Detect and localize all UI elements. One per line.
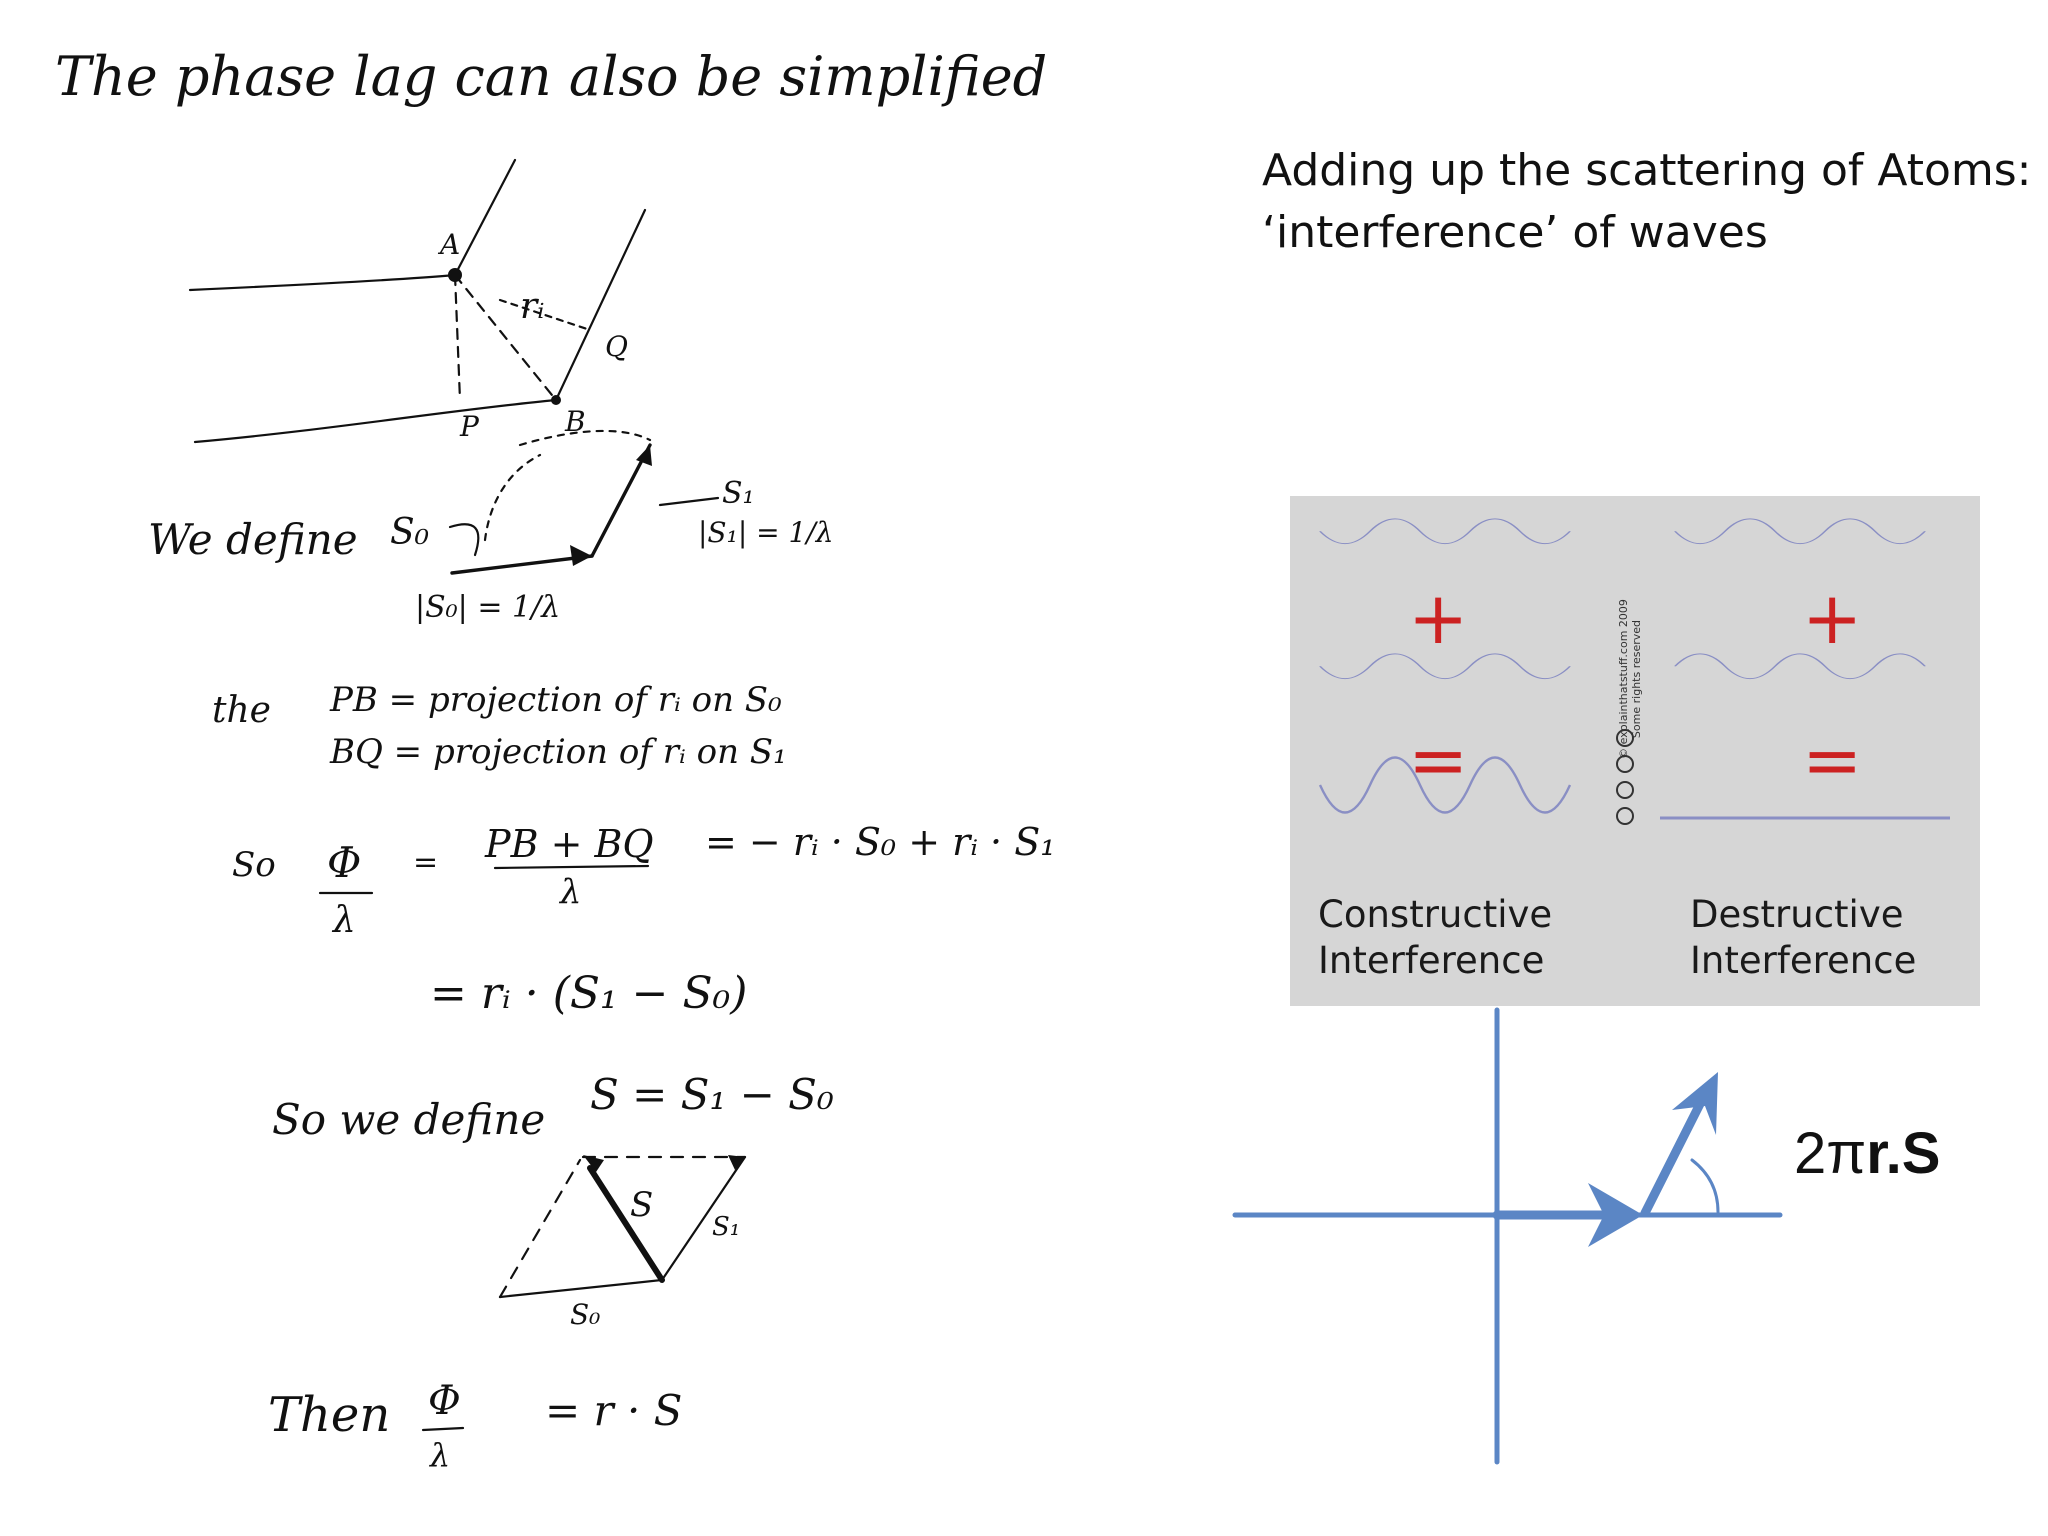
- phasor-label-bold: r.S: [1866, 1121, 1941, 1186]
- so-text: So: [232, 845, 276, 885]
- point-p-label: P: [460, 410, 479, 443]
- destructive-label: Destructive Interference: [1690, 892, 1916, 984]
- s0-vector-label: S₀: [390, 512, 430, 553]
- slide-heading: Adding up the scattering of Atoms: ‘inte…: [1262, 140, 2031, 264]
- second-phasor-arrow: [1640, 1093, 1708, 1218]
- bq-definition: BQ = projection of rᵢ on S₁: [330, 732, 787, 772]
- so-we-define-text: So we define: [272, 1095, 546, 1144]
- interference-waves: [1318, 518, 1950, 820]
- s1-side-label: S₁: [712, 1212, 741, 1242]
- then-text: Then: [268, 1387, 391, 1443]
- plus-sign-constructive: +: [1408, 576, 1469, 660]
- destructive-line-1: Destructive: [1690, 893, 1904, 936]
- point-a-label: A: [440, 228, 461, 261]
- equals-1: =: [413, 845, 439, 880]
- heading-line-2: ‘interference’ of waves: [1262, 207, 1768, 258]
- constructive-line-2: Interference: [1318, 939, 1545, 982]
- equals-sign-destructive: =: [1802, 718, 1863, 802]
- pb-definition: PB = projection of rᵢ on S₀: [330, 680, 782, 720]
- lambda-denominator-2: λ: [560, 872, 582, 912]
- we-define-text: We define: [148, 515, 358, 564]
- s0-magnitude: |S₀| = 1/λ: [415, 590, 561, 625]
- point-q-label: Q: [605, 330, 628, 363]
- point-b-label: B: [565, 405, 586, 438]
- path-diagram: [188, 158, 747, 1432]
- lambda-final: λ: [430, 1436, 451, 1474]
- the-text: the: [212, 690, 271, 731]
- license-icons: [1616, 729, 1634, 825]
- s0-side-label: S₀: [570, 1298, 601, 1331]
- constructive-label: Constructive Interference: [1318, 892, 1552, 984]
- ri-label: rᵢ: [520, 286, 545, 327]
- final-result: = r · S: [545, 1386, 683, 1435]
- equals-sign-constructive: =: [1408, 718, 1469, 802]
- angle-arc: [1690, 1158, 1720, 1214]
- copyright-credit: © explainthatstuff.com 2009 Some rights …: [1605, 556, 1655, 836]
- equation-2: = rᵢ · (S₁ − S₀): [430, 968, 748, 1019]
- destructive-line-2: Interference: [1690, 939, 1917, 982]
- s-definition: S = S₁ − S₀: [590, 1070, 834, 1119]
- lambda-denominator: λ: [333, 900, 356, 941]
- handwritten-notes: The phase lag can also be simplified: [55, 45, 1056, 1474]
- dot-product-expansion: = − rᵢ · S₀ + rᵢ · S₁: [705, 820, 1056, 864]
- interference-image: + + = = Constructive Interference Destru…: [1290, 496, 1980, 1006]
- plus-sign-destructive: +: [1802, 576, 1863, 660]
- phasor-label-plain: 2π: [1794, 1121, 1867, 1186]
- constructive-line-1: Constructive: [1318, 893, 1553, 936]
- phasor-angle-label: 2πr.S: [1794, 1120, 1940, 1187]
- phi-final: Φ: [428, 1378, 461, 1424]
- notes-title: The phase lag can also be simplified: [55, 45, 1048, 108]
- heading-line-1: Adding up the scattering of Atoms:: [1262, 145, 2032, 196]
- phi-numerator: Φ: [327, 838, 362, 887]
- s1-magnitude: |S₁| = 1/λ: [698, 516, 834, 549]
- s1-vector-label: S₁: [722, 476, 755, 511]
- pb-bq-numerator: PB + BQ: [485, 822, 654, 866]
- s-vector-label: S: [630, 1185, 654, 1225]
